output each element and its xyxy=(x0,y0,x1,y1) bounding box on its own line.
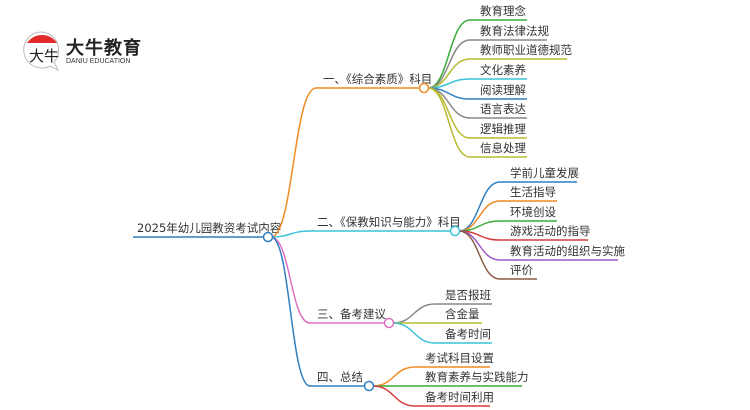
leaf-label: 环境创设 xyxy=(510,205,556,219)
root-node-label: 2025年幼儿园教资考试内容 xyxy=(137,221,282,235)
branch-node-circle xyxy=(449,225,461,237)
leaf-connector xyxy=(458,181,501,232)
branch-connector xyxy=(270,236,311,387)
branch-connector xyxy=(270,236,311,324)
leaf-label: 备考时间 xyxy=(445,327,491,341)
leaf-label: 教育活动的组织与实施 xyxy=(510,244,625,258)
leaf-label: 备考时间利用 xyxy=(425,390,494,404)
leaf-connector xyxy=(427,19,471,89)
leaf-connector xyxy=(458,230,501,280)
logo-subtitle: DANIU EDUCATION xyxy=(66,58,131,65)
leaf-label: 语言表达 xyxy=(480,102,526,116)
branch-label: 一、《综合素质》科目 xyxy=(323,72,432,86)
branch-label: 三、备考建议 xyxy=(317,307,386,321)
logo-title: 大牛教育 xyxy=(66,38,142,59)
leaf-label: 生活指导 xyxy=(510,185,556,199)
leaf-connector xyxy=(427,87,471,158)
logo: 大牛 大牛教育 DANIU EDUCATION xyxy=(20,28,160,73)
leaf-label: 信息处理 xyxy=(480,141,526,155)
branch-node-circle xyxy=(383,317,395,329)
leaf-connector xyxy=(372,385,416,407)
leaf-label: 教师职业道德规范 xyxy=(480,43,572,57)
leaf-connector xyxy=(427,87,471,139)
branch-label: 四、总结 xyxy=(317,370,363,384)
svg-text:大牛: 大牛 xyxy=(29,47,59,65)
leaf-label: 逻辑推理 xyxy=(480,122,526,136)
leaf-label: 教育素养与实践能力 xyxy=(425,370,529,384)
leaf-connector xyxy=(427,39,471,89)
branch-connector xyxy=(270,87,317,238)
leaf-label: 是否报班 xyxy=(445,288,491,302)
leaf-label: 含金量 xyxy=(445,307,480,321)
leaf-connector xyxy=(392,303,436,324)
leaf-connector xyxy=(372,366,416,387)
branch-label: 二、《保教知识与能力》科目 xyxy=(317,215,461,229)
leaf-label: 游戏活动的指导 xyxy=(510,224,591,238)
leaf-label: 文化素养 xyxy=(480,63,526,77)
root-node-circle xyxy=(262,231,274,243)
leaf-label: 教育理念 xyxy=(480,4,526,18)
leaf-label: 教育法律法规 xyxy=(480,24,549,38)
branch-connector xyxy=(270,230,311,238)
leaf-connector xyxy=(392,322,436,344)
leaf-label: 学前儿童发展 xyxy=(510,166,579,180)
leaf-label: 阅读理解 xyxy=(480,83,526,97)
leaf-label: 考试科目设置 xyxy=(425,351,494,365)
branch-node-circle xyxy=(418,82,430,94)
branch-node-circle xyxy=(363,380,375,392)
leaf-label: 评价 xyxy=(510,263,533,277)
logo-mark-icon: 大牛 xyxy=(23,31,60,72)
